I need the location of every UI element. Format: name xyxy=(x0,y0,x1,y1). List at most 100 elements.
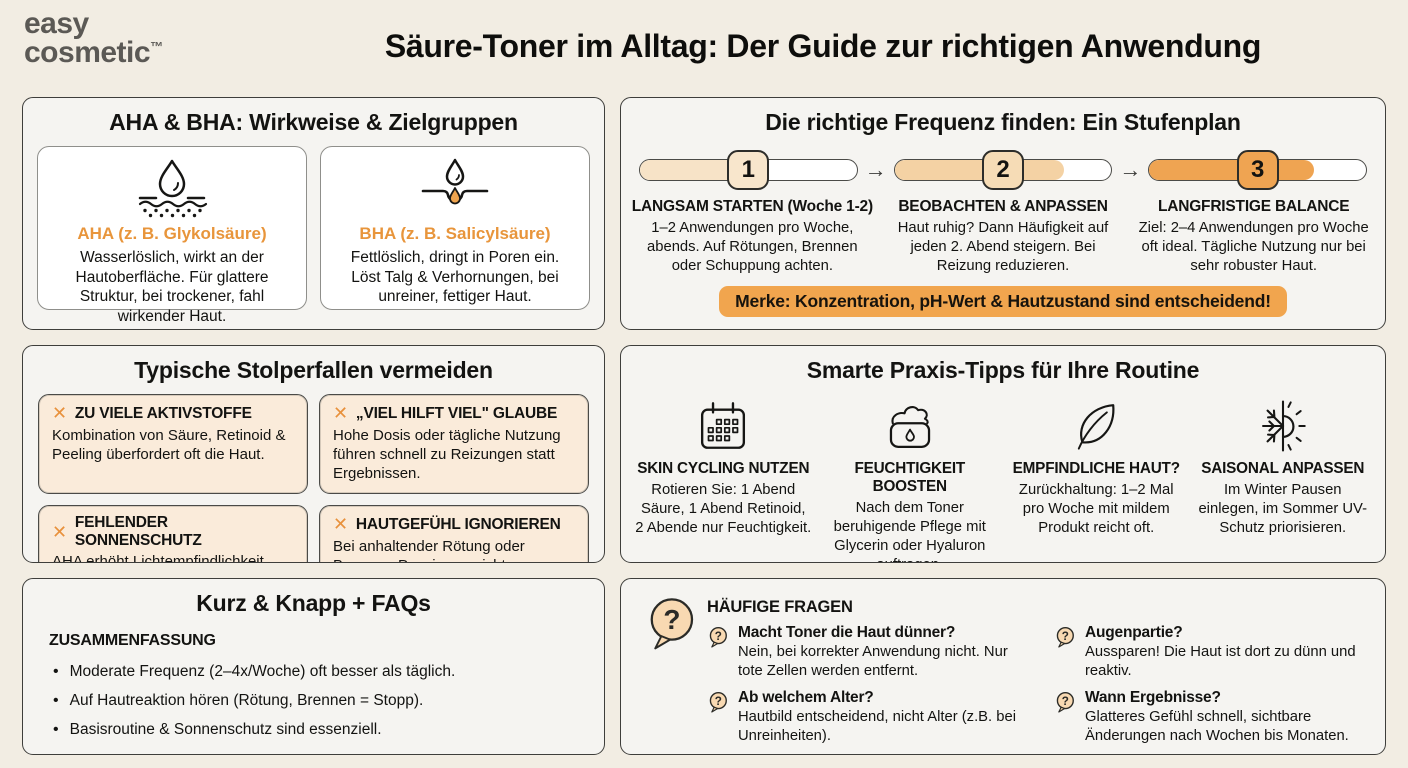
step-badge-2: 2 xyxy=(982,150,1024,190)
step-badge-3: 3 xyxy=(1236,150,1279,190)
trap-card: ✕„VIEL HILFT VIEL" GLAUBE Hohe Dosis ode… xyxy=(319,393,589,495)
tipp-3-description: Zurückhaltung: 1–2 Mal pro Woche mit mil… xyxy=(1018,482,1174,536)
tipp-4-description: Im Winter Pausen einlegen, im Sommer UV-… xyxy=(1198,482,1368,536)
tipp-skin-cycling: SKIN CYCLING NUTZEN Rotieren Sie: 1 Aben… xyxy=(635,394,812,562)
tipp-feuchtigkeit: FEUCHTIGKEIT BOOSTEN Nach dem Toner beru… xyxy=(822,394,999,562)
calendar-icon xyxy=(701,402,746,449)
faq-column-right: ? Augenpartie? Aussparen! Die Haut ist d… xyxy=(1054,624,1377,746)
trap-card: ✕HAUTGEFÜHL IGNORIEREN Bei anhaltender R… xyxy=(319,505,589,562)
trap-2-heading: ✕„VIEL HILFT VIEL" GLAUBE xyxy=(333,403,558,423)
faq-columns: ? Macht Toner die Haut dünner? Nein, bei… xyxy=(707,624,1377,746)
x-icon: ✕ xyxy=(333,403,348,423)
panel-stolperfallen: Typische Stolperfallen vermeiden ✕ZU VIE… xyxy=(22,345,605,563)
trap-4-description: Bei anhaltender Rötung oder Brennen: Pau… xyxy=(333,538,525,562)
stepper-bars: 1 → 2 → 3 xyxy=(621,148,1385,192)
tipp-3-heading: EMPFINDLICHE HAUT? xyxy=(1012,460,1180,477)
panel-aha-bha: AHA & BHA: Wirkweise & Zielgruppen AHA (… xyxy=(22,97,605,330)
tipp-saisonal: SAISONAL ANPASSEN Im Winter Pausen einle… xyxy=(1195,394,1372,562)
trap-3-heading: ✕FEHLENDER SONNENSCHUTZ xyxy=(52,514,202,550)
faq-answer: Hautbild entscheidend, nicht Alter (z.B.… xyxy=(738,709,1017,744)
question-bubble-icon: ? xyxy=(650,598,694,650)
logo-line1: easy xyxy=(24,7,89,40)
aha-description: Wasserlöslich, wirkt an der Hautoberfläc… xyxy=(75,249,269,325)
logo-line2: cosmetic™ xyxy=(24,35,163,69)
step-3-text: LANGFRISTIGE BALANCE Ziel: 2–4 Anwendung… xyxy=(1132,198,1375,277)
panel-zusammenfassung: Kurz & Knapp + FAQs ZUSAMMENFASSUNG Mode… xyxy=(22,578,605,755)
step-badge-1: 1 xyxy=(727,150,770,190)
faq-item: ? Ab welchem Alter? Hautbild entscheiden… xyxy=(707,689,1030,745)
panel-frequenz: Die richtige Frequenz finden: Ein Stufen… xyxy=(620,97,1386,330)
bha-pore-icon xyxy=(421,158,489,205)
panel-tipps-title: Smarte Praxis-Tipps für Ihre Routine xyxy=(806,357,1200,383)
tipp-2-heading: FEUCHTIGKEIT BOOSTEN xyxy=(854,460,966,495)
step-1-heading: LANGSAM STARTEN (Woche 1-2) xyxy=(631,198,873,215)
step-bar-3: 3 xyxy=(1148,148,1368,192)
faq-question: Augenpartie? xyxy=(1085,624,1183,641)
faq-column-left: ? Macht Toner die Haut dünner? Nein, bei… xyxy=(707,624,1030,746)
trap-1-description: Kombination von Säure, Retinoid & Peelin… xyxy=(52,427,286,463)
step-bar-3-fill xyxy=(1149,160,1314,180)
aha-surface-icon xyxy=(138,159,208,218)
x-icon: ✕ xyxy=(52,521,67,542)
faq-question: Wann Ergebnisse? xyxy=(1085,689,1221,707)
cream-jar-icon xyxy=(889,406,930,448)
summary-subheading: ZUSAMMENFASSUNG xyxy=(49,632,216,649)
tipp-empfindliche-haut: EMPFINDLICHE HAUT? Zurückhaltung: 1–2 Ma… xyxy=(1008,394,1185,562)
trap-3-description: AHA erhöht Lichtempfindlichkeit. UV-Schu… xyxy=(52,553,268,563)
svg-text:?: ? xyxy=(663,604,680,635)
bha-card: BHA (z. B. Salicylsäure) Fettlöslich, dr… xyxy=(320,146,590,310)
faq-item: ? Augenpartie? Aussparen! Die Haut ist d… xyxy=(1054,624,1377,680)
question-bubble-icon: ? xyxy=(1056,627,1074,648)
stepper-texts: LANGSAM STARTEN (Woche 1-2) 1–2 Anwendun… xyxy=(621,198,1385,277)
x-icon: ✕ xyxy=(52,403,67,423)
panel-faq: ? HÄUFIGE FRAGEN ? Macht Toner die Haut … xyxy=(620,578,1386,755)
trap-2-description: Hohe Dosis oder tägliche Nutzung führen … xyxy=(333,427,561,482)
arrow-right-icon: → xyxy=(864,157,887,182)
step-2-heading: BEOBACHTEN & ANPASSEN xyxy=(898,198,1108,215)
panel-aha-title: AHA & BHA: Wirkweise & Zielgruppen xyxy=(109,109,518,135)
faq-item: ? Wann Ergebnisse? Glatteres Gefühl schn… xyxy=(1054,689,1377,745)
leaf-icon xyxy=(1078,404,1115,450)
trap-card: ✕FEHLENDER SONNENSCHUTZ AHA erhöht Licht… xyxy=(38,505,308,563)
panel-summary-title: Kurz & Knapp + FAQs xyxy=(196,590,431,616)
acid-cards: AHA (z. B. Glykolsäure) Wasserlöslich, w… xyxy=(23,136,604,325)
tipp-4-heading: SAISONAL ANPASSEN xyxy=(1201,460,1365,477)
panel-frequenz-title: Die richtige Frequenz finden: Ein Stufen… xyxy=(765,109,1241,135)
trap-1-heading: ✕ZU VIELE AKTIVSTOFFE xyxy=(52,403,252,423)
summary-bullet: Auf Hautreaktion hören (Rötung, Brennen … xyxy=(53,687,604,716)
snow-sun-icon xyxy=(1261,400,1306,452)
brand-logo: easy cosmetic™ xyxy=(24,7,163,69)
step-3-description: Ziel: 2–4 Anwendungen pro Woche oft idea… xyxy=(1138,220,1369,275)
tipp-2-description: Nach dem Toner beruhigende Pflege mit Gl… xyxy=(833,500,986,562)
summary-list: Moderate Frequenz (2–4x/Woche) oft besse… xyxy=(53,658,604,744)
step-bar-1-fill xyxy=(640,160,753,180)
step-1-description: 1–2 Anwendungen pro Woche, abends. Auf R… xyxy=(647,220,858,275)
x-icon: ✕ xyxy=(333,514,348,535)
panel-stolperfallen-title: Typische Stolperfallen vermeiden xyxy=(134,357,493,383)
faq-item: ? Macht Toner die Haut dünner? Nein, bei… xyxy=(707,624,1030,680)
trap-4-heading: ✕HAUTGEFÜHL IGNORIEREN xyxy=(333,514,561,535)
trap-card: ✕ZU VIELE AKTIVSTOFFE Kombination von Sä… xyxy=(38,393,308,495)
tipp-1-heading: SKIN CYCLING NUTZEN xyxy=(637,460,810,477)
tipp-1-description: Rotieren Sie: 1 Abend Säure, 1 Abend Ret… xyxy=(635,482,812,536)
question-bubble-icon: ? xyxy=(1056,692,1074,713)
svg-text:?: ? xyxy=(1062,695,1069,708)
faq-answer: Glatteres Gefühl schnell, sichtbare Ände… xyxy=(1085,709,1349,744)
trap-grid: ✕ZU VIELE AKTIVSTOFFE Kombination von Sä… xyxy=(23,384,604,563)
summary-bullet: Moderate Frequenz (2–4x/Woche) oft besse… xyxy=(53,658,604,687)
step-2-description: Haut ruhig? Dann Häufigkeit auf jeden 2.… xyxy=(897,220,1109,275)
question-bubble-icon: ? xyxy=(709,627,727,648)
step-3-heading: LANGFRISTIGE BALANCE xyxy=(1157,198,1350,215)
faq-answer: Nein, bei korrekter Anwendung nicht. Nur… xyxy=(738,644,1008,679)
page-title: Säure-Toner im Alltag: Der Guide zur ric… xyxy=(384,28,1262,64)
step-bar-2: 2 xyxy=(893,148,1113,192)
merke-banner: Merke: Konzentration, pH-Wert & Hautzust… xyxy=(719,285,1287,317)
trademark-symbol: ™ xyxy=(150,38,163,54)
question-bubble-icon: ? xyxy=(709,692,727,713)
panel-praxis-tipps: Smarte Praxis-Tipps für Ihre Routine SKI… xyxy=(620,345,1386,563)
svg-text:?: ? xyxy=(715,695,722,708)
faq-question: Macht Toner die Haut dünner? xyxy=(738,624,956,641)
step-bar-2-fill xyxy=(894,160,1064,180)
faq-answer: Aussparen! Die Haut ist dort zu dünn und… xyxy=(1085,644,1356,679)
aha-card: AHA (z. B. Glykolsäure) Wasserlöslich, w… xyxy=(37,146,307,325)
